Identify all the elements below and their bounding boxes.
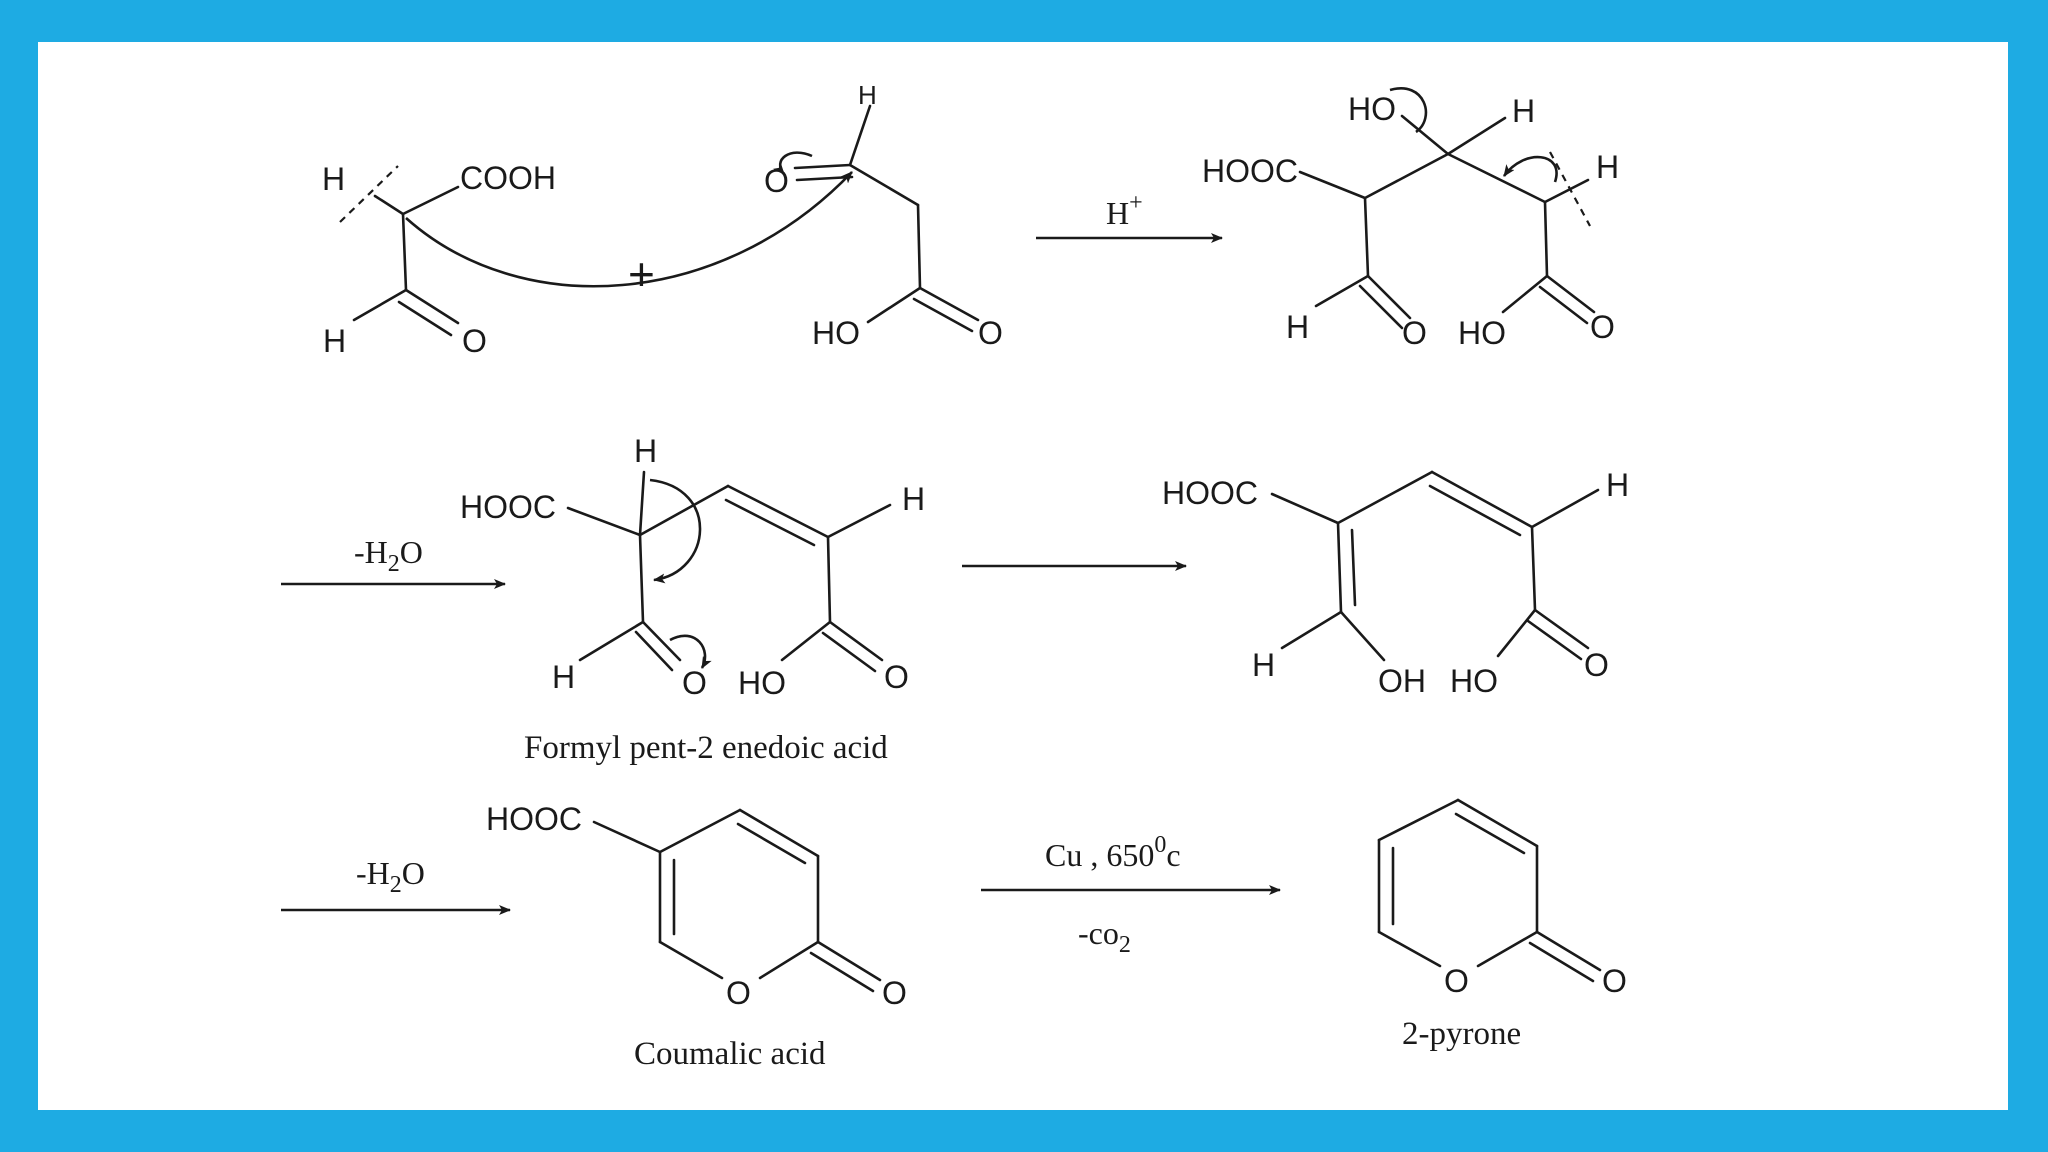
reaction-arrow-step1: H+ bbox=[1036, 190, 1223, 243]
atom-h: H bbox=[552, 659, 575, 695]
atom-o: O bbox=[764, 163, 789, 199]
compound-name-intermediate: Formyl pent-2 enedoic acid bbox=[524, 730, 888, 766]
reactant-formylacetic-acid-b: H O HO O bbox=[764, 80, 1003, 351]
attack-curved-arrow bbox=[405, 171, 853, 288]
compound-name-pyrone: 2-pyrone bbox=[1402, 1016, 1521, 1052]
atom-o: O bbox=[978, 315, 1003, 351]
carbonyl-curved-arrow bbox=[669, 634, 712, 669]
atom-hooc: HOOC bbox=[1202, 153, 1298, 189]
condition-acid: H+ bbox=[1106, 190, 1143, 231]
formyl-pent-2-enedoic-acid: HOOC H H H O HO O bbox=[460, 433, 925, 701]
atom-ho: HO bbox=[738, 665, 786, 701]
condition-dehydration: -H2O bbox=[354, 534, 423, 577]
atom-ho: HO bbox=[812, 315, 860, 351]
atom-h: H bbox=[322, 161, 345, 197]
atom-hooc: HOOC bbox=[486, 801, 582, 837]
plus-sign: + bbox=[628, 248, 655, 300]
atom-cooh: COOH bbox=[460, 160, 556, 196]
diagram-canvas: H COOH H O + H O HO O H+ bbox=[38, 42, 2008, 1110]
atom-h: H bbox=[902, 481, 925, 517]
condition-dehydration: -H2O bbox=[356, 855, 425, 898]
condition-copper: Cu , 6500c bbox=[1045, 832, 1181, 873]
atom-o: O bbox=[682, 665, 707, 701]
atom-oh: OH bbox=[1378, 663, 1426, 699]
atom-o: O bbox=[884, 659, 909, 695]
atom-hooc: HOOC bbox=[1162, 475, 1258, 511]
atom-o: O bbox=[462, 323, 487, 359]
atom-h: H bbox=[858, 80, 877, 110]
atom-h: H bbox=[634, 433, 657, 469]
aldol-adduct: HOOC HO H H H O HO O bbox=[1202, 87, 1619, 351]
atom-ho: HO bbox=[1348, 91, 1396, 127]
atom-h: H bbox=[1606, 467, 1629, 503]
2-pyrone-structure: O O bbox=[1377, 798, 1627, 999]
atom-o: O bbox=[1584, 647, 1609, 683]
coumalic-acid-structure: HOOC O O bbox=[486, 801, 907, 1011]
reaction-arrow-step4: -H2O bbox=[281, 855, 511, 915]
carbonyl-curved-arrow bbox=[773, 151, 813, 175]
atom-h: H bbox=[323, 323, 346, 359]
reactant-formylacetic-acid-a: H COOH H O bbox=[322, 160, 556, 359]
atom-o: O bbox=[726, 975, 751, 1011]
reaction-arrow-step5: Cu , 6500c -co2 bbox=[981, 832, 1281, 958]
atom-h: H bbox=[1512, 93, 1535, 129]
condition-decarboxylation: -co2 bbox=[1078, 915, 1131, 958]
atom-hooc: HOOC bbox=[460, 489, 556, 525]
atom-h: H bbox=[1596, 149, 1619, 185]
atom-o: O bbox=[1402, 315, 1427, 351]
atom-h: H bbox=[1252, 647, 1275, 683]
enolization-curved-arrow bbox=[649, 478, 702, 584]
compound-name-coumalic: Coumalic acid bbox=[634, 1036, 826, 1072]
atom-o: O bbox=[1444, 963, 1469, 999]
atom-o: O bbox=[1590, 309, 1615, 345]
proton-shift-curved-arrow bbox=[1502, 155, 1558, 183]
atom-h: H bbox=[1286, 309, 1309, 345]
reaction-scheme: H COOH H O + H O HO O H+ bbox=[281, 80, 1629, 1072]
oh-leaving-curved-arrow bbox=[1389, 87, 1428, 134]
atom-o: O bbox=[882, 975, 907, 1011]
atom-ho: HO bbox=[1450, 663, 1498, 699]
reaction-arrow-step2: -H2O bbox=[281, 534, 506, 589]
enol-tautomer: HOOC H H OH HO O bbox=[1162, 467, 1629, 699]
atom-o: O bbox=[1602, 963, 1627, 999]
atom-ho: HO bbox=[1458, 315, 1506, 351]
